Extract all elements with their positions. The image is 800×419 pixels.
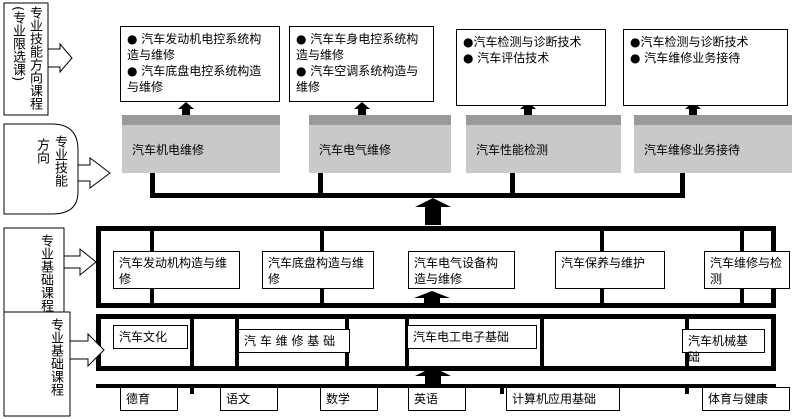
- direction-label: 汽车机电维修: [132, 143, 205, 157]
- direction-box-2: 汽车电气维修: [309, 115, 451, 173]
- basic-title: 专业基础课程: [48, 318, 63, 396]
- top-box-item: ● 汽车车身电控系统构造与维修: [296, 32, 419, 62]
- professional-course-4: 汽车保养与维护: [555, 251, 665, 289]
- elective-label: (专业限选课): [10, 6, 25, 82]
- basic-course-2: 汽 车 维 修 基 础: [238, 329, 350, 353]
- top-box-item: ● 汽车空调系统构造与维修: [296, 64, 419, 94]
- top-box-item: ● 汽车底盘电控系统构造与维修: [127, 64, 262, 94]
- general-course-4: 英语: [408, 387, 466, 411]
- direction-label: 汽车维修业务接待: [644, 143, 741, 157]
- basic-course-1: 汽车文化: [113, 325, 188, 349]
- top-box-1: ● 汽车发动机电控系统构造与维修 ● 汽车底盘电控系统构造与维修: [120, 26, 280, 102]
- professional-title: 专业基础课程: [38, 234, 53, 312]
- general-course-2: 语文: [220, 387, 278, 411]
- top-box-item: ● 汽车评估技术: [463, 51, 550, 65]
- professional-course-3: 汽车电气设备构造与维修: [408, 251, 515, 289]
- professional-course-1: 汽车发动机构造与维修: [113, 251, 240, 289]
- top-box-item: ● 汽车维修业务接待: [630, 51, 741, 65]
- general-course-3: 数学: [320, 387, 378, 411]
- general-course-5: 计算机应用基础: [506, 387, 620, 411]
- direction-box-3: 汽车性能检测: [466, 115, 621, 173]
- direction-sub: 方向: [34, 138, 49, 164]
- top-box-item: ●汽车检测与诊断技术: [463, 35, 582, 49]
- direction-label: 汽车性能检测: [476, 143, 549, 157]
- professional-course-5: 汽车维修与检测: [704, 251, 790, 289]
- top-box-item: ● 汽车发动机电控系统构造与维修: [127, 32, 262, 62]
- top-box-item: ●汽车检测与诊断技术: [630, 35, 749, 49]
- professional-course-2: 汽车底盘构造与维修: [262, 251, 374, 289]
- top-box-4: ●汽车检测与诊断技术 ● 汽车维修业务接待: [623, 29, 788, 106]
- top-box-3: ●汽车检测与诊断技术 ● 汽车评估技术: [456, 29, 606, 106]
- direction-box-4: 汽车维修业务接待: [634, 115, 792, 173]
- direction-title: 专业技能: [52, 135, 67, 187]
- direction-label: 汽车电气维修: [319, 143, 392, 157]
- elective-title: 专业技能方向课程: [27, 6, 42, 110]
- top-box-2: ● 汽车车身电控系统构造与维修 ● 汽车空调系统构造与维修: [289, 26, 434, 102]
- basic-course-3: 汽车电工电子基础: [407, 325, 537, 349]
- basic-course-4: 汽车机械基础: [682, 329, 765, 364]
- general-course-6: 体育与健康: [702, 387, 790, 411]
- direction-box-1: 汽车机电维修: [122, 115, 280, 173]
- general-course-1: 德育: [120, 387, 178, 411]
